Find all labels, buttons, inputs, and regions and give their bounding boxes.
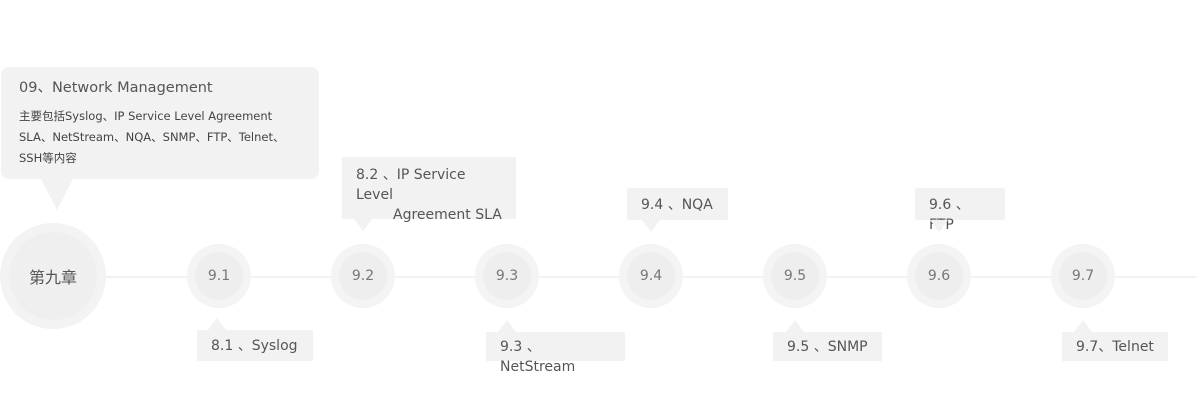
node-label: 9.3 <box>483 252 531 300</box>
section-label-snmp[interactable]: 9.5 、SNMP <box>773 320 882 361</box>
section-label-telnet[interactable]: 9.7、Telnet <box>1062 320 1168 361</box>
chapter-node-label: 第九章 <box>9 232 97 320</box>
node-label: 9.4 <box>627 252 675 300</box>
node-9-5[interactable]: 9.5 <box>763 244 827 308</box>
section-label-line: Agreement SLA <box>393 207 502 223</box>
node-9-4[interactable]: 9.4 <box>619 244 683 308</box>
node-9-7[interactable]: 9.7 <box>1051 244 1115 308</box>
section-label-nqa[interactable]: 9.4 、NQA <box>627 188 728 232</box>
timeline-line <box>30 276 1196 278</box>
section-label-syslog[interactable]: 8.1 、Syslog <box>197 318 313 361</box>
node-label: 9.5 <box>771 252 819 300</box>
section-label-line: 8.2 、IP Service Level <box>356 167 466 203</box>
node-label: 9.1 <box>195 252 243 300</box>
node-label: 9.2 <box>339 252 387 300</box>
section-label-ftp[interactable]: 9.6 、FTP <box>915 188 1005 233</box>
section-label-netstream[interactable]: 9.3 、NetStream <box>486 320 625 375</box>
node-9-2[interactable]: 9.2 <box>331 244 395 308</box>
chapter-node[interactable]: 第九章 <box>0 223 106 329</box>
node-label: 9.6 <box>915 252 963 300</box>
node-9-1[interactable]: 9.1 <box>187 244 251 308</box>
node-9-6[interactable]: 9.6 <box>907 244 971 308</box>
chapter-title: 09、Network Management <box>19 80 213 96</box>
chapter-description: 主要包括Syslog、IP Service Level Agreement SL… <box>19 109 285 165</box>
node-9-3[interactable]: 9.3 <box>475 244 539 308</box>
node-label: 9.7 <box>1059 252 1107 300</box>
chapter-callout: 09、Network Management 主要包括Syslog、IP Serv… <box>1 67 319 210</box>
section-label-ip-sla[interactable]: 8.2 、IP Service Level Agreement SLA <box>342 157 516 231</box>
